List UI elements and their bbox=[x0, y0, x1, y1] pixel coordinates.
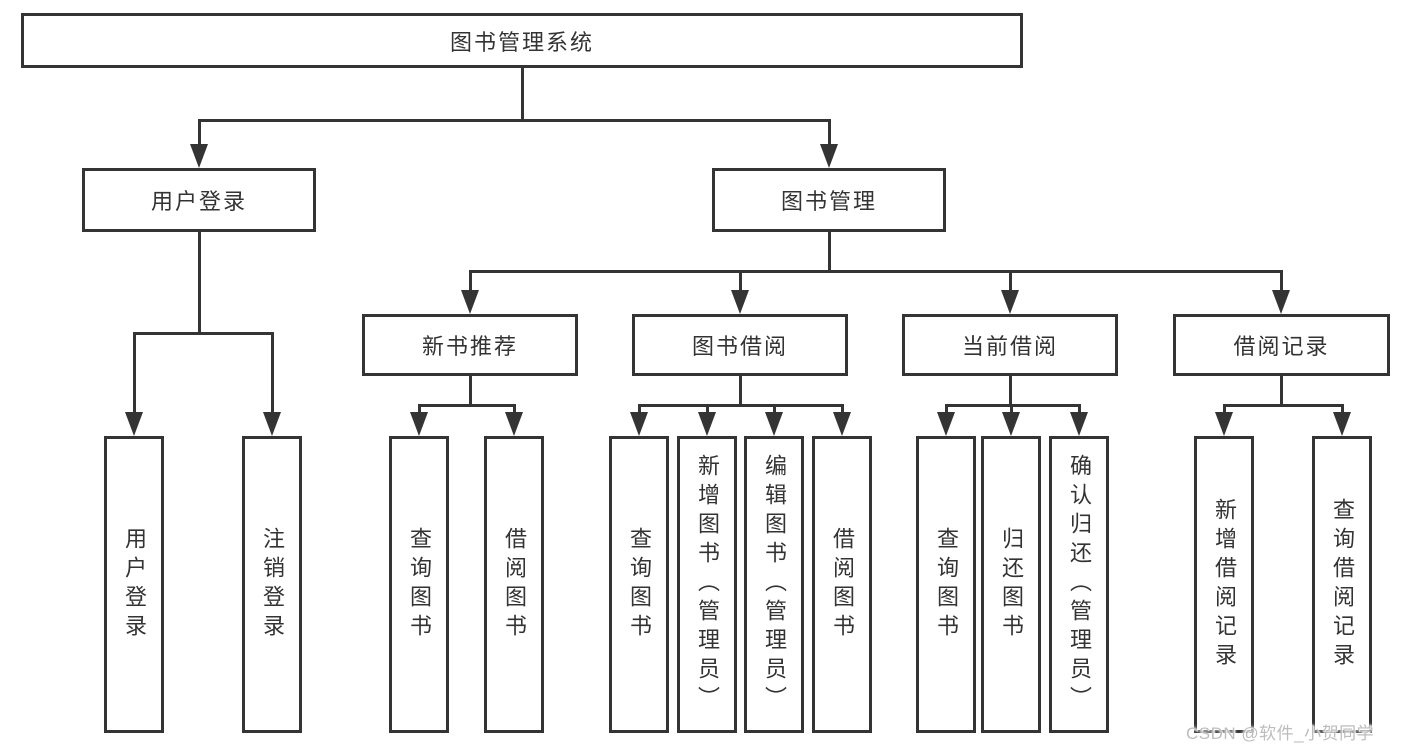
arrowhead-down-icon bbox=[461, 290, 479, 314]
node-borrowing-records: 借阅记录 bbox=[1173, 314, 1390, 376]
arrowhead-down-icon bbox=[410, 412, 428, 436]
connector-newbook-drop bbox=[417, 404, 421, 414]
leaf-add-borrow-record: 新增借阅记录 bbox=[1194, 436, 1254, 733]
arrowhead-down-icon bbox=[698, 412, 716, 436]
connector-bookmgmt-drop bbox=[738, 270, 742, 292]
arrowhead-down-icon bbox=[1002, 412, 1020, 436]
connector-bookborrow-rail bbox=[637, 404, 844, 407]
leaf-query-books-recommend: 查询图书 bbox=[389, 436, 449, 733]
node-user-login: 用户登录 bbox=[82, 168, 316, 232]
connector-root-rail bbox=[197, 119, 831, 122]
connector-root-drop-left bbox=[197, 119, 201, 147]
arrowhead-down-icon bbox=[1070, 412, 1088, 436]
arrowhead-down-icon bbox=[190, 144, 208, 168]
leaf-borrow-books: 借阅图书 bbox=[812, 436, 872, 733]
node-current-borrowing: 当前借阅 bbox=[902, 314, 1118, 376]
connector-bookborrow-drop bbox=[705, 404, 709, 414]
connector-userlogin-rail bbox=[132, 332, 274, 335]
connector-borrowrec-drop bbox=[1340, 404, 1344, 414]
arrowhead-down-icon bbox=[630, 412, 648, 436]
arrowhead-down-icon bbox=[833, 412, 851, 436]
arrowhead-down-icon bbox=[1272, 290, 1290, 314]
leaf-return-books: 归还图书 bbox=[981, 436, 1041, 733]
node-book-borrowing: 图书借阅 bbox=[632, 314, 848, 376]
node-new-book-recommendation: 新书推荐 bbox=[362, 314, 578, 376]
csdn-watermark: CSDN @软件_小贺同学 bbox=[1186, 724, 1375, 743]
connector-userlogin-drop bbox=[132, 332, 136, 414]
connector-currentborrow-rail bbox=[944, 404, 1081, 407]
arrowhead-down-icon bbox=[820, 144, 838, 168]
connector-currentborrow-drop bbox=[944, 404, 948, 414]
connector-bookmgmt-rail bbox=[468, 270, 1283, 273]
arrowhead-down-icon bbox=[125, 412, 143, 436]
arrowhead-down-icon bbox=[1215, 412, 1233, 436]
leaf-user-login: 用户登录 bbox=[104, 436, 164, 733]
connector-bookborrow-drop bbox=[772, 404, 776, 414]
connector-bookborrow-drop bbox=[637, 404, 641, 414]
node-library-management-system: 图书管理系统 bbox=[21, 13, 1023, 68]
arrowhead-down-icon bbox=[731, 290, 749, 314]
leaf-confirm-return-admin: 确认归还（管理员） bbox=[1049, 436, 1109, 733]
leaf-logout: 注销登录 bbox=[242, 436, 302, 733]
connector-bookborrow-stem bbox=[738, 376, 742, 406]
arrowhead-down-icon bbox=[765, 412, 783, 436]
connector-newbook-rail bbox=[417, 404, 516, 407]
connector-bookmgmt-drop bbox=[468, 270, 472, 292]
connector-bookmgmt-drop bbox=[1008, 270, 1012, 292]
connector-currentborrow-drop bbox=[1077, 404, 1081, 414]
connector-userlogin-stem bbox=[197, 232, 201, 334]
connector-bookborrow-drop bbox=[840, 404, 844, 414]
connector-currentborrow-drop bbox=[1009, 404, 1013, 414]
connector-currentborrow-stem bbox=[1008, 376, 1012, 406]
arrowhead-down-icon bbox=[937, 412, 955, 436]
connector-borrowrec-stem bbox=[1279, 376, 1283, 406]
arrowhead-down-icon bbox=[1001, 290, 1019, 314]
arrowhead-down-icon bbox=[505, 412, 523, 436]
leaf-query-borrow-record: 查询借阅记录 bbox=[1312, 436, 1372, 733]
connector-userlogin-drop bbox=[270, 332, 274, 414]
connector-bookmgmt-stem bbox=[827, 232, 831, 272]
connector-bookmgmt-drop bbox=[1279, 270, 1283, 292]
leaf-edit-books-admin: 编辑图书（管理员） bbox=[744, 436, 804, 733]
leaf-add-books-admin: 新增图书（管理员） bbox=[677, 436, 737, 733]
leaf-query-books-borrowing: 查询图书 bbox=[609, 436, 669, 733]
arrowhead-down-icon bbox=[1333, 412, 1351, 436]
connector-newbook-stem bbox=[468, 376, 472, 406]
connector-root-drop-right bbox=[827, 119, 831, 147]
connector-root-stem bbox=[520, 68, 524, 120]
node-book-management: 图书管理 bbox=[712, 168, 946, 232]
arrowhead-down-icon bbox=[263, 412, 281, 436]
leaf-query-books-current: 查询图书 bbox=[916, 436, 976, 733]
connector-borrowrec-drop bbox=[1222, 404, 1226, 414]
connector-borrowrec-rail bbox=[1222, 404, 1344, 407]
connector-newbook-drop bbox=[512, 404, 516, 414]
leaf-borrow-books-recommend: 借阅图书 bbox=[484, 436, 544, 733]
